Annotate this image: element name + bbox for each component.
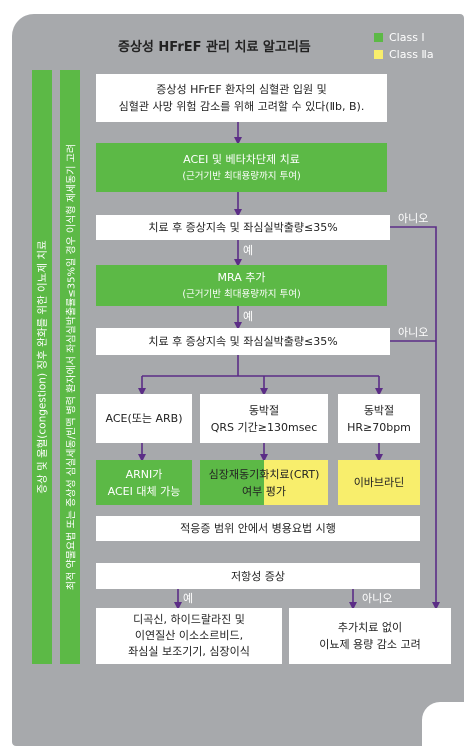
box-crt-line2: 여부 평가 bbox=[242, 484, 286, 498]
label-no-1: 아니오 bbox=[398, 212, 429, 225]
box-acei-betablocker: ACEI 및 베타차단제 치료 (근거기반 최대용량까지 투여) bbox=[96, 143, 387, 192]
box-arni-line2: ACEI 대체 가능 bbox=[107, 484, 181, 498]
box-sinus-qrs: 동박절 QRS 기간≥130msec bbox=[200, 394, 328, 443]
box-sinus-hr-line2: HR≥70bpm bbox=[347, 420, 411, 434]
box-sinus-hr: 동박절 HR≥70bpm bbox=[338, 394, 420, 443]
box-mra-sub: (근거기반 최대용량까지 투여) bbox=[182, 288, 301, 300]
box-acei-sub: (근거기반 최대용량까지 투여) bbox=[182, 170, 301, 182]
legend-label: Class Ⅰ bbox=[389, 31, 425, 44]
box-intro-line2: 심혈관 사망 위험 감소를 위해 고려할 수 있다(Ⅱb, B). bbox=[118, 100, 365, 113]
panel-corner-notch bbox=[422, 702, 474, 753]
box-final-yes-line1: 디곡신, 하이드랄라진 및 bbox=[133, 613, 245, 626]
box-final-no-line2: 이뇨제 용량 감소 고려 bbox=[319, 638, 421, 651]
label-no-2: 아니오 bbox=[398, 326, 429, 339]
sidebar-diuretic: 증상 및 울혈(congestion) 징후 완화를 위한 이뇨제 치료 bbox=[32, 70, 52, 664]
label-yes-2: 예 bbox=[243, 310, 254, 323]
box-final-yes-line2: 이연질산 이소소르비드, bbox=[134, 629, 244, 642]
box-crt: 심장재동기화치료(CRT) 여부 평가 bbox=[200, 460, 328, 505]
box-ace-arb-text: ACE(또는 ARB) bbox=[105, 412, 183, 425]
box-resistant-text: 저항성 증상 bbox=[230, 569, 286, 583]
legend-swatch-yellow bbox=[374, 50, 383, 59]
sidebar-icd: 최적 약물요법 또는 증상성 심실세동/빈맥 병력 환자에서 좌심실박출률≤35… bbox=[60, 70, 80, 664]
legend-swatch-green bbox=[374, 33, 383, 42]
box-ace-arb: ACE(또는 ARB) bbox=[96, 394, 192, 443]
box-final-no-line1: 추가치료 없이 bbox=[337, 621, 403, 634]
box-mra: MRA 추가 (근거기반 최대용량까지 투여) bbox=[96, 265, 387, 306]
box-mra-main: MRA 추가 bbox=[217, 270, 266, 284]
legend-label: Class Ⅱa bbox=[389, 48, 434, 61]
label-yes-1: 예 bbox=[243, 244, 254, 257]
box-check1-text: 치료 후 증상지속 및 좌심실박출량≤35% bbox=[148, 221, 338, 234]
box-arni-line1: ARNI가 bbox=[125, 467, 163, 481]
box-intro-line1: 증상성 HFrEF 환자의 심혈관 입원 및 bbox=[156, 83, 327, 96]
box-sinus-qrs-line1: 동박절 bbox=[248, 403, 280, 417]
box-ivabradine-text: 이바브라딘 bbox=[353, 476, 405, 489]
box-sinus-hr-line1: 동박절 bbox=[363, 403, 395, 417]
box-check1: 치료 후 증상지속 및 좌심실박출량≤35% bbox=[96, 215, 390, 240]
legend-item-class2a: Class Ⅱa bbox=[374, 48, 434, 61]
box-intro: 증상성 HFrEF 환자의 심혈관 입원 및 심혈관 사망 위험 감소를 위해 … bbox=[96, 74, 387, 122]
page-title: 증상성 HFrEF 관리 치료 알고리듬 bbox=[118, 40, 311, 55]
box-final-yes-line3: 좌심실 보조기기, 심장이식 bbox=[128, 645, 250, 658]
box-combination-text: 적응증 범위 안에서 병용요법 시행 bbox=[180, 522, 336, 535]
box-final-yes: 디곡신, 하이드랄라진 및 이연질산 이소소르비드, 좌심실 보조기기, 심장이… bbox=[96, 608, 282, 664]
arrow-check1-no bbox=[390, 226, 440, 610]
box-crt-line1: 심장재동기화치료(CRT) bbox=[208, 467, 320, 481]
box-ivabradine: 이바브라딘 bbox=[338, 460, 420, 505]
box-check2-text: 치료 후 증상지속 및 좌심실박출량≤35% bbox=[148, 335, 338, 348]
label-yes-3: 예 bbox=[183, 592, 194, 605]
box-final-no: 추가치료 없이 이뇨제 용량 감소 고려 bbox=[289, 608, 451, 664]
box-resistant: 저항성 증상 bbox=[96, 563, 420, 589]
label-no-3: 아니오 bbox=[362, 592, 393, 605]
box-arni: ARNI가 ACEI 대체 가능 bbox=[96, 460, 192, 505]
box-sinus-qrs-line2: QRS 기간≥130msec bbox=[210, 420, 318, 434]
box-combination: 적응증 범위 안에서 병용요법 시행 bbox=[96, 516, 420, 541]
legend-item-class1: Class Ⅰ bbox=[374, 31, 425, 44]
box-check2: 치료 후 증상지속 및 좌심실박출량≤35% bbox=[96, 328, 390, 355]
box-acei-main: ACEI 및 베타차단제 치료 bbox=[183, 152, 300, 166]
